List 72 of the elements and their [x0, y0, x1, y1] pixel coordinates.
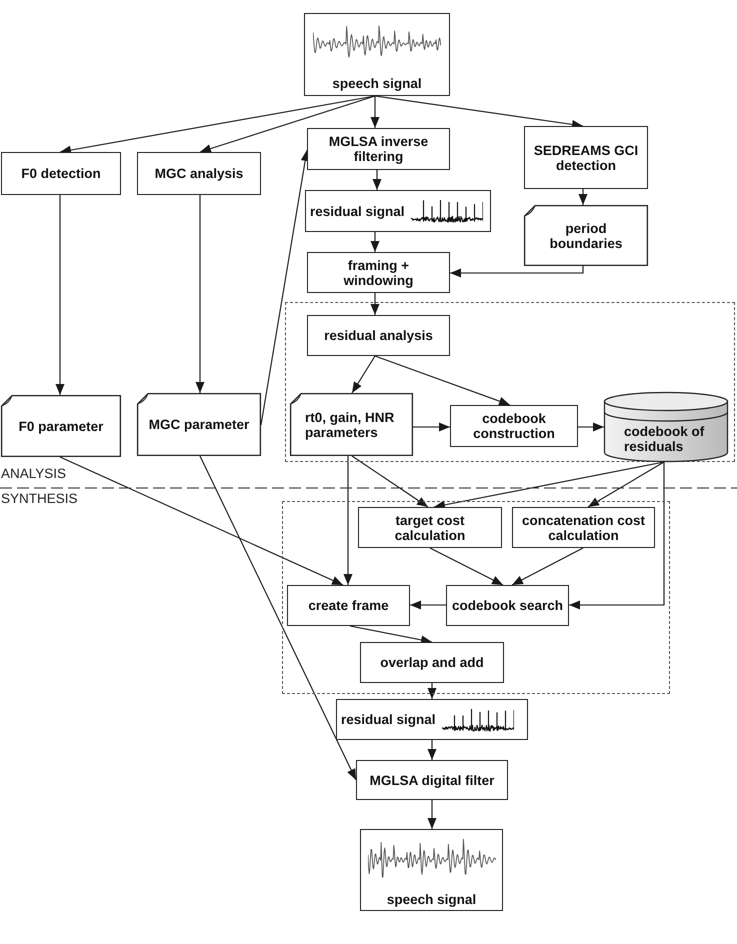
- arrow: [430, 548, 504, 586]
- process-label: codebook construction: [472, 411, 556, 441]
- arrow: [370, 96, 380, 128]
- arrow: [372, 170, 382, 190]
- process-box: [450, 405, 578, 447]
- process-label: residual signal: [341, 712, 436, 727]
- process-label: overlap and add: [380, 655, 484, 670]
- arrow: [60, 95, 376, 154]
- section-label: ANALYSIS: [1, 466, 66, 481]
- process-box: [305, 190, 491, 232]
- process-box: [1, 152, 121, 195]
- arrow: [578, 422, 604, 432]
- process-box: [336, 699, 528, 740]
- process-box: [137, 152, 261, 195]
- arrow: [450, 266, 584, 278]
- process-label: target cost calculation: [394, 512, 466, 542]
- dashed-group-frame: [285, 302, 735, 462]
- arrow: [370, 293, 380, 315]
- process-label: residual analysis: [324, 328, 433, 343]
- arrow: [352, 456, 428, 508]
- process-label: period boundaries: [548, 220, 624, 250]
- arrow: [434, 461, 664, 510]
- process-box: [287, 585, 410, 626]
- dashed-group-frame: [282, 501, 670, 694]
- arrow: [196, 195, 204, 393]
- arrow: [588, 462, 664, 508]
- process-label: MGC parameter: [148, 417, 250, 432]
- arrow: [569, 462, 665, 610]
- process-label: residual signal: [310, 204, 405, 218]
- process-box: [512, 507, 655, 548]
- process-box: [360, 829, 503, 911]
- arrow: [56, 195, 64, 395]
- process-label: F0 parameter: [18, 418, 104, 434]
- process-box: [524, 126, 648, 189]
- arrow: [200, 456, 356, 780]
- process-box: [307, 315, 450, 356]
- arrow: [350, 625, 432, 644]
- process-label: MGLSA inverse filtering: [328, 134, 430, 164]
- arrow: [60, 456, 344, 586]
- process-box: [304, 13, 450, 96]
- process-label: SEDREAMS GCI detection: [532, 142, 640, 172]
- process-label: framing + windowing: [342, 258, 414, 288]
- process-label: speech signal: [386, 892, 476, 907]
- arrow: [578, 189, 588, 205]
- process-box: [307, 128, 450, 170]
- process-label: codebook search: [452, 598, 564, 613]
- arrow: [413, 422, 450, 432]
- process-box: [358, 507, 502, 548]
- arrow: [374, 355, 510, 406]
- arrow: [428, 683, 436, 699]
- process-box: [360, 642, 504, 683]
- process-label: codebook of residuals: [624, 424, 706, 454]
- process-label: MGC analysis: [154, 166, 244, 181]
- process-label: rt0, gain, HNR parameters: [305, 410, 396, 440]
- section-label: SYNTHESIS: [1, 491, 78, 506]
- process-label: F0 detection: [21, 166, 101, 181]
- arrow: [344, 456, 352, 585]
- arrow: [374, 95, 584, 129]
- process-box: [446, 585, 569, 626]
- arrow: [428, 800, 436, 829]
- arrow: [512, 548, 584, 586]
- arrow: [370, 232, 380, 252]
- process-label: concatenation cost calculation: [520, 512, 646, 542]
- arrow: [352, 356, 376, 394]
- arrow: [200, 95, 376, 153]
- process-box: [307, 252, 450, 293]
- process-label: speech signal: [332, 76, 422, 91]
- process-label: create frame: [308, 598, 389, 613]
- process-label: MGLSA digital filter: [370, 772, 494, 788]
- arrow: [410, 600, 446, 610]
- arrow: [428, 740, 436, 760]
- process-box: [356, 760, 508, 800]
